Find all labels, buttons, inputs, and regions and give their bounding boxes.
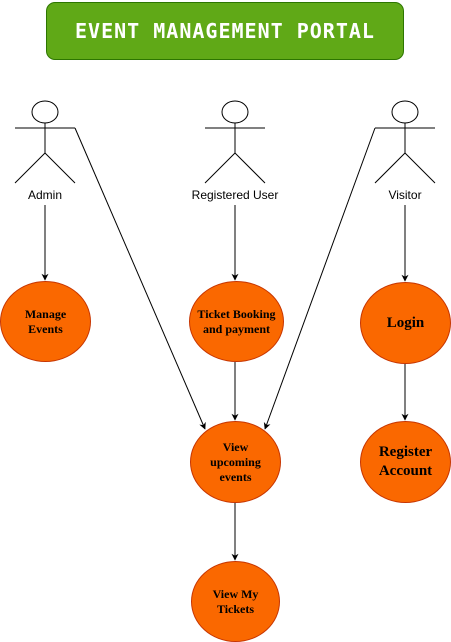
visitor-label: Visitor [388,188,422,202]
admin-label: Admin [27,188,63,202]
visitor-actor-figure [374,100,436,184]
title-banner: EVENT MANAGEMENT PORTAL [46,2,404,60]
admin-actor-figure [14,100,76,184]
login-text: Login [386,314,425,331]
visitor-to-view-upcoming-arrow [263,127,376,430]
registered-user-actor-figure [204,100,266,184]
admin-to-view-upcoming-arrow [74,127,206,430]
portal-title: EVENT MANAGEMENT PORTAL [75,19,375,43]
usecase-login: Login [360,282,451,364]
registered-user-label: Registered User [191,188,279,202]
